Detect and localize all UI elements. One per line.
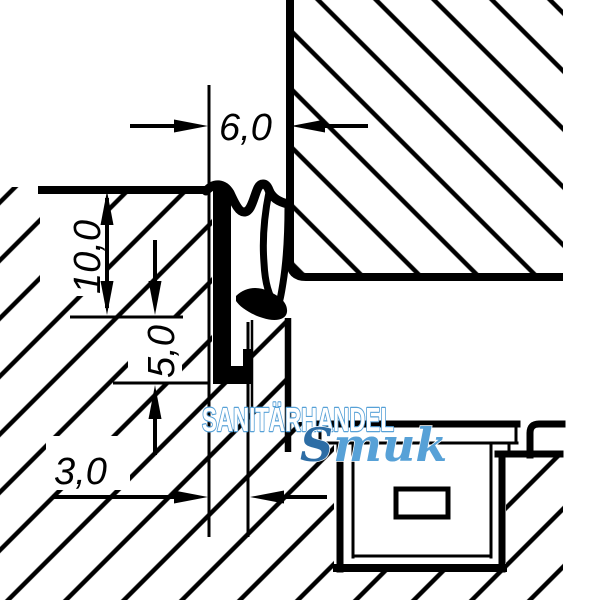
dimension-label-6-0: 6,0	[219, 107, 272, 149]
insert-rectangle	[393, 486, 451, 520]
hatch-knockouts	[40, 194, 182, 490]
dimension-label-5-0: 5,0	[141, 325, 183, 378]
watermark-brand-text: SANITÄRHANDEL	[202, 401, 394, 438]
frame-block-hatching	[287, 0, 563, 281]
seal-bulb-foot	[236, 288, 288, 320]
seal-bottom-foot	[213, 349, 253, 384]
seal-left-wall	[213, 189, 231, 384]
dimension-label-10-0: 10,0	[67, 220, 109, 294]
watermark: SANITÄRHANDEL Smuk	[201, 400, 448, 473]
frame-edge	[286, 0, 563, 281]
rebate-step-edge	[526, 420, 566, 459]
dimensions	[52, 85, 368, 537]
watermark-script-text: Smuk	[300, 418, 447, 472]
door-leaf-profile	[314, 419, 566, 573]
seal-profile	[201, 179, 293, 384]
dimension-label-3-0: 3,0	[54, 451, 107, 493]
